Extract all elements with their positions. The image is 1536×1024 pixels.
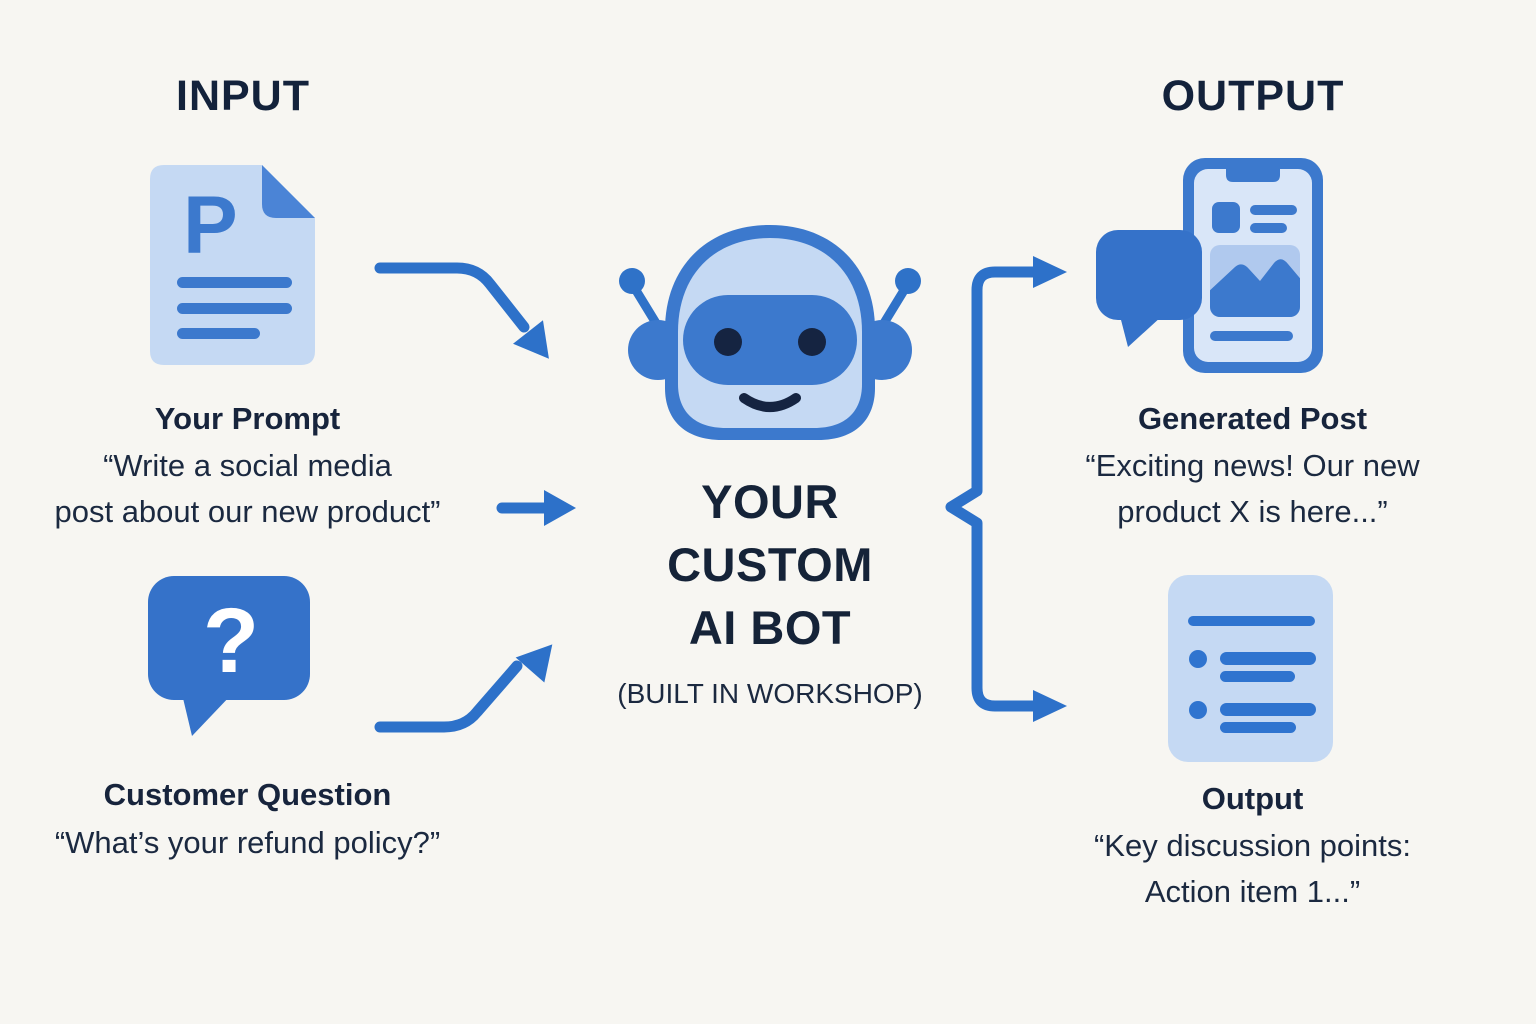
prompt-quote-line2: post about our new product” bbox=[54, 494, 441, 529]
prompt-label: Your Prompt bbox=[154, 401, 341, 436]
bot-title-line2: CUSTOM bbox=[667, 538, 873, 591]
robot-icon bbox=[619, 225, 921, 440]
output-heading: OUTPUT bbox=[1161, 72, 1345, 120]
arrow-prompt-to-bot bbox=[374, 262, 549, 359]
post-chat-bubble-tail bbox=[1120, 316, 1162, 347]
bot-title-line1: YOUR bbox=[701, 475, 839, 528]
brace-bot-to-outputs bbox=[945, 256, 1067, 722]
phone-notch bbox=[1226, 169, 1280, 182]
post-chat-bubble bbox=[1096, 230, 1202, 320]
phone-post-icon bbox=[1096, 158, 1323, 373]
bot-title: YOUR CUSTOM AI BOT bbox=[610, 470, 930, 659]
bot-subtitle: (BUILT IN WORKSHOP) bbox=[617, 678, 923, 709]
output-item-quote-line2: Action item 1...” bbox=[1144, 874, 1361, 909]
post-image-mountains bbox=[1210, 259, 1300, 317]
robot-antenna-right bbox=[895, 268, 921, 294]
input-heading: INPUT bbox=[176, 72, 310, 120]
question-mark-glyph: ? bbox=[203, 590, 259, 692]
output-item-quote: “Key discussion points: Action item 1...… bbox=[1005, 823, 1500, 915]
generated-post-quote-line1: “Exciting news! Our new bbox=[1085, 448, 1420, 483]
bot-title-line3: AI BOT bbox=[688, 601, 852, 654]
prompt-document-icon: P bbox=[150, 165, 315, 365]
robot-eye-left bbox=[714, 328, 742, 356]
prompt-quote: “Write a social media post about our new… bbox=[0, 443, 495, 535]
generated-post-quote: “Exciting news! Our new product X is her… bbox=[1005, 443, 1500, 535]
post-text-line1 bbox=[1250, 205, 1297, 215]
bullet-list-icon bbox=[1168, 575, 1333, 762]
post-avatar bbox=[1212, 202, 1240, 233]
document-letter: P bbox=[183, 180, 238, 271]
output-item-label: Output bbox=[1201, 781, 1304, 816]
robot-antenna-left bbox=[619, 268, 645, 294]
generated-post-label: Generated Post bbox=[1137, 401, 1368, 436]
robot-smile bbox=[739, 393, 801, 412]
question-label: Customer Question bbox=[103, 777, 392, 812]
robot-visor bbox=[683, 295, 857, 385]
question-quote: “What’s your refund policy?” bbox=[54, 825, 441, 860]
generated-post-quote-line2: product X is here...” bbox=[1117, 494, 1388, 529]
robot-eye-right bbox=[798, 328, 826, 356]
question-bubble-icon: ? bbox=[148, 576, 310, 736]
prompt-quote-line1: “Write a social media bbox=[103, 448, 392, 483]
arrow-question-to-bot bbox=[374, 644, 553, 733]
post-text-line2 bbox=[1250, 223, 1287, 233]
arrow-prompt-quote-to-bot bbox=[496, 490, 576, 526]
output-item-quote-line1: “Key discussion points: bbox=[1093, 828, 1412, 863]
post-bottom-bar bbox=[1210, 331, 1293, 341]
